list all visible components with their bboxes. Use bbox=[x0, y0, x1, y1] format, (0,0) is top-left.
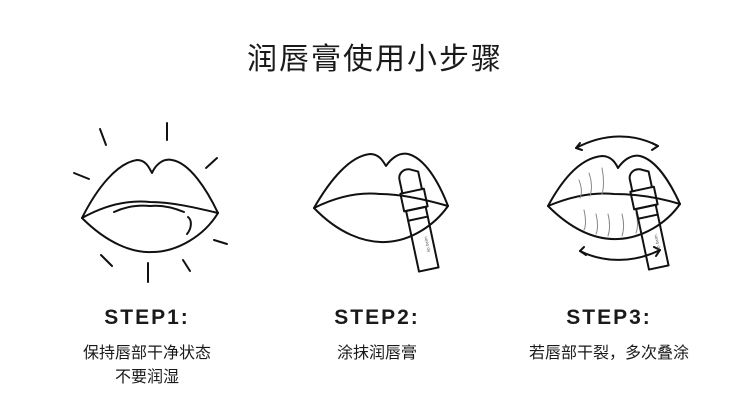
step-3-description: 若唇部干裂，多次叠涂 bbox=[528, 343, 689, 362]
step-2-description: 涂抹润唇膏 bbox=[336, 343, 417, 362]
step-1-label: STEP1: bbox=[104, 306, 190, 329]
svg-text:lip balm: lip balm bbox=[423, 236, 431, 253]
step-1-description: 保持唇部干净状态 不要润湿 bbox=[82, 343, 211, 386]
lips-reapply-icon: lip balm bbox=[547, 135, 681, 271]
lips-with-lip-balm-icon: lip balm bbox=[313, 152, 449, 273]
step-3-label: STEP3: bbox=[566, 306, 652, 329]
step-2: lip balm STEP2: 涂抹润唇膏 bbox=[252, 118, 502, 408]
svg-text:lip balm: lip balm bbox=[653, 234, 661, 251]
page-title: 润唇膏使用小步骤 bbox=[247, 42, 503, 77]
step-1: STEP1: 保持唇部干净状态 不要润湿 bbox=[22, 118, 272, 408]
step-3: lip balm STEP3: 若唇部干裂，多次叠涂 bbox=[484, 118, 734, 408]
lips-shine-icon bbox=[73, 122, 228, 283]
step-2-label: STEP2: bbox=[334, 306, 420, 329]
